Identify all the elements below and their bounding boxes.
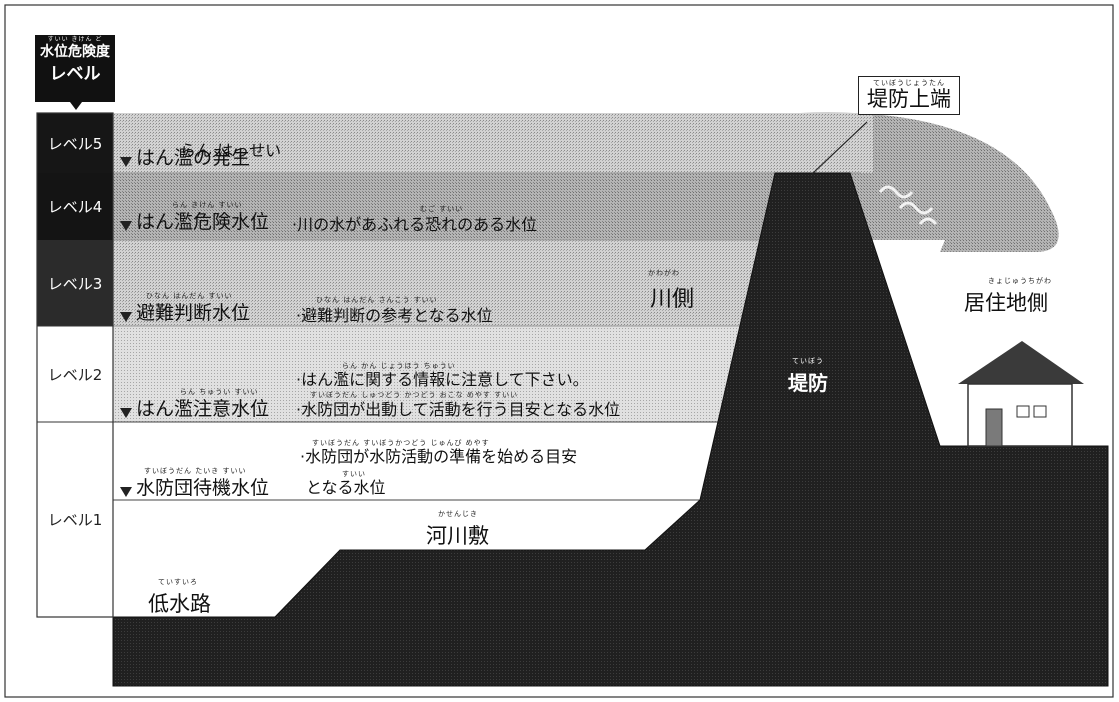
- level-5-label: レベル5: [47, 134, 103, 153]
- water-level-marker-icon: [120, 312, 132, 322]
- house-icon: [958, 341, 1084, 447]
- band-level4: [113, 173, 873, 240]
- l1-desc2: となる水位: [306, 478, 386, 497]
- l5-title: はん濫の発生: [136, 147, 251, 169]
- l2-desc1: ·はん濫に関する情報に注意して下さい。: [296, 370, 589, 389]
- river-side-ruby: かわがわ: [648, 269, 680, 277]
- band-level5: [113, 113, 873, 173]
- l5-title-row: はん濫の発生: [120, 147, 250, 169]
- water-level-marker-icon: [120, 157, 132, 167]
- l4-desc-ruby: むご すいい: [420, 205, 464, 213]
- header-line1: 水位危険度: [40, 44, 110, 60]
- water-level-marker-icon: [120, 221, 132, 231]
- l4-ruby: らん きけん すいい: [172, 201, 243, 209]
- l4-title: はん濫危険水位: [136, 211, 270, 233]
- floodplain-label: 河川敷: [426, 524, 489, 548]
- embankment-top-ruby: ていぼうじょうたん: [873, 79, 945, 87]
- l1-title: 水防団待機水位: [136, 477, 270, 499]
- l2-desc2-ruby: すいぼうだん しゅつどう かつどう おこな めやす すいい: [310, 391, 519, 399]
- l3-title-row: 避難判断水位: [120, 302, 250, 324]
- l3-title: 避難判断水位: [136, 302, 251, 324]
- level-3-label: レベル3: [47, 274, 103, 293]
- l3-ruby: ひなん はんだん すいい: [146, 292, 233, 300]
- header: すいい きけん ど 水位危険度 レベル: [37, 36, 113, 87]
- wave-icon: [878, 185, 938, 225]
- embankment-label: 堤防: [788, 371, 828, 395]
- l1-ruby: すいぼうだん たいき すいい: [144, 467, 247, 475]
- embankment-top-label: 堤防上端: [867, 87, 951, 111]
- embankment-top-box: ていぼうじょうたん 堤防上端: [858, 76, 960, 115]
- l4-desc: ·川の水があふれる恐れのある水位: [292, 215, 538, 234]
- l3-desc: ·避難判断の参考となる水位: [296, 306, 493, 325]
- header-ruby: すいい きけん ど: [47, 36, 103, 43]
- embankment-ruby: ていぼう: [792, 357, 824, 365]
- l4-title-row: はん濫危険水位: [120, 211, 269, 233]
- l1-desc1-ruby: すいぼうだん すいぼうかつどう じゅんび めやす: [312, 439, 490, 447]
- l2-title: はん濫注意水位: [136, 398, 270, 420]
- low-channel-label: 低水路: [148, 592, 211, 616]
- l2-desc2: ·水防団が出動して活動を行う目安となる水位: [296, 400, 621, 419]
- l2-desc1-ruby: らん かん じょうほう ちゅうい: [342, 362, 456, 370]
- residential-side-ruby: きょじゅうちがわ: [988, 277, 1052, 285]
- residential-side-label: 居住地側: [964, 291, 1048, 315]
- header-line2: レベル: [49, 64, 101, 84]
- water-level-marker-icon: [120, 408, 132, 418]
- low-channel-ruby: ていすいろ: [158, 578, 198, 586]
- level-2-label: レベル2: [47, 365, 103, 384]
- l5-ruby: らん はっせい: [180, 141, 282, 160]
- floodplain-ruby: かせんじき: [438, 510, 478, 518]
- level-4-label: レベル4: [47, 198, 103, 216]
- l1-desc1: ·水防団が水防活動の準備を始める目安: [300, 447, 578, 466]
- l2-title-row: はん濫注意水位: [120, 398, 269, 420]
- level-1-label: レベル1: [47, 511, 103, 529]
- water-level-marker-icon: [120, 487, 132, 497]
- l2-ruby: らん ちゅうい すいい: [180, 388, 259, 396]
- l3-desc-ruby: ひなん はんだん さんこう すいい: [316, 296, 438, 304]
- l1-title-row: 水防団待機水位: [120, 477, 269, 499]
- river-side-label: 川側: [650, 287, 695, 312]
- header-box: [35, 35, 115, 102]
- l1-desc2-ruby: すいい: [342, 470, 366, 478]
